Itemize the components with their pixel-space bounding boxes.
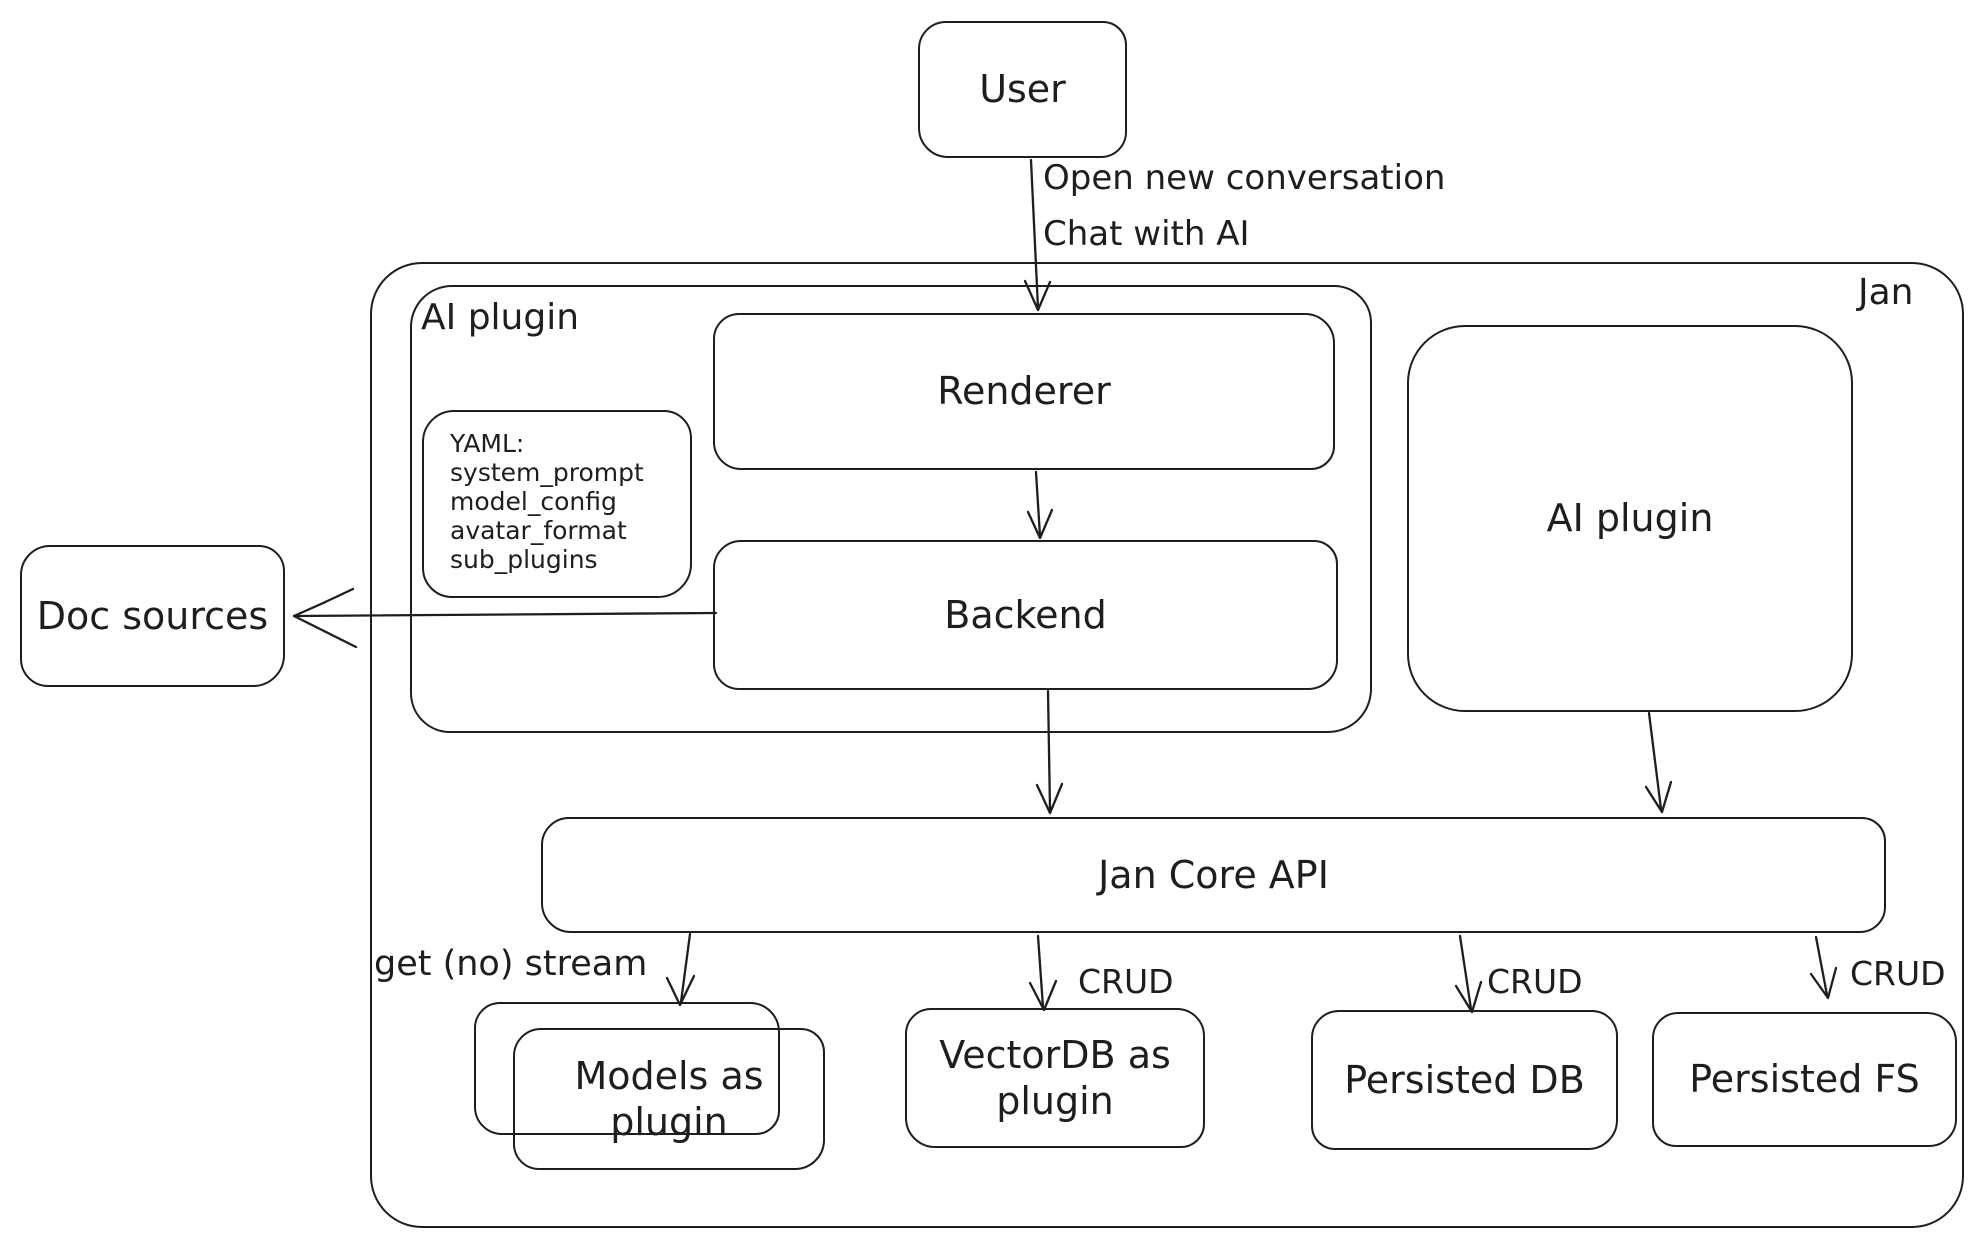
node-doc-sources: Doc sources xyxy=(20,545,285,687)
node-jan-core-api: Jan Core API xyxy=(541,817,1886,933)
edge-label-crud-persisted-db: CRUD xyxy=(1487,962,1583,1001)
jan-container-label: Jan xyxy=(1858,272,1914,313)
node-ai-plugin-right-label: AI plugin xyxy=(1546,496,1714,541)
edge-label-crud-persisted-fs: CRUD xyxy=(1850,954,1946,993)
edge-label-get-no-stream: get (no) stream xyxy=(374,944,648,984)
node-persisted-fs: Persisted FS xyxy=(1652,1012,1957,1147)
yaml-note-line: model_config xyxy=(450,487,617,516)
node-vectordb-as-plugin-label: VectorDB as plugin xyxy=(939,1032,1171,1123)
edge-label-user-actions: Open new conversation Chat with AI xyxy=(1043,150,1445,262)
node-models-as-plugin-label: Models as plugin xyxy=(574,1053,764,1144)
node-user: User xyxy=(918,21,1127,158)
node-backend: Backend xyxy=(713,540,1338,690)
node-vectordb-as-plugin: VectorDB as plugin xyxy=(905,1008,1205,1148)
edge-label-open-conversation: Open new conversation xyxy=(1043,158,1446,198)
node-persisted-fs-label: Persisted FS xyxy=(1689,1057,1920,1102)
node-doc-sources-label: Doc sources xyxy=(36,593,269,638)
node-models-as-plugin-back xyxy=(474,1002,780,1135)
yaml-note-line: YAML: xyxy=(450,429,525,458)
yaml-note-line: avatar_format xyxy=(450,516,627,545)
node-renderer-label: Renderer xyxy=(937,369,1111,414)
node-backend-label: Backend xyxy=(944,592,1107,637)
yaml-note-line: sub_plugins xyxy=(450,545,598,574)
yaml-note: YAML: system_prompt model_config avatar_… xyxy=(422,410,692,598)
node-persisted-db-label: Persisted DB xyxy=(1344,1057,1585,1102)
edge-label-chat-with-ai: Chat with AI xyxy=(1043,214,1250,254)
yaml-note-line: system_prompt xyxy=(450,458,644,487)
node-persisted-db: Persisted DB xyxy=(1311,1010,1618,1150)
jan-container xyxy=(370,262,1964,1228)
node-jan-core-api-label: Jan Core API xyxy=(1098,852,1329,897)
node-ai-plugin-right: AI plugin xyxy=(1407,325,1853,712)
ai-plugin-left-label: AI plugin xyxy=(421,297,580,338)
node-user-label: User xyxy=(979,67,1066,112)
node-renderer: Renderer xyxy=(713,313,1335,470)
edge-label-crud-vectordb: CRUD xyxy=(1078,962,1174,1001)
node-models-as-plugin: Models as plugin xyxy=(513,1028,825,1170)
ai-plugin-left-container xyxy=(410,285,1372,733)
